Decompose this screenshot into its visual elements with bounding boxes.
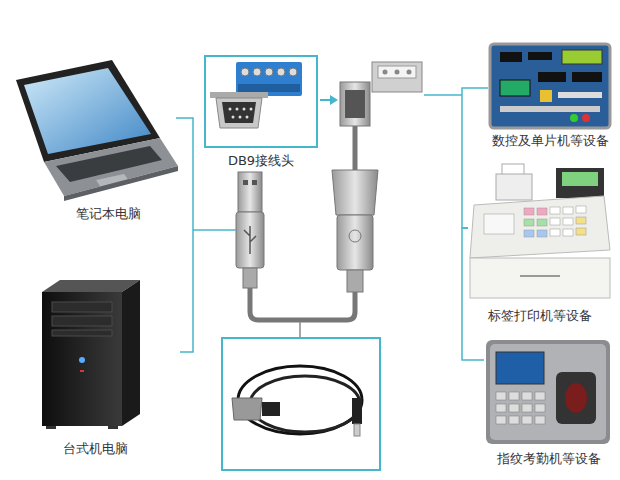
laptop-illustration	[16, 60, 178, 201]
connector-line	[462, 88, 488, 228]
bracket-stub	[193, 229, 236, 231]
label-printer-illustration	[470, 164, 610, 298]
callout-arrow	[320, 95, 338, 105]
node-label: 笔记本电脑	[76, 205, 141, 222]
connector-line	[462, 228, 484, 360]
connector-line	[176, 118, 193, 352]
db9-plug-illustration	[332, 170, 378, 292]
node-label: 数控及单片机等设备	[492, 132, 609, 149]
fingerprint-device-illustration	[486, 340, 610, 444]
db9-terminal-illustration	[210, 62, 302, 128]
device-node: 标签打印机等设备	[468, 160, 614, 330]
node-label: 台式机电脑	[63, 440, 128, 457]
device-node: 数控及单片机等设备	[488, 40, 614, 152]
node-label: DB9接线头	[228, 152, 294, 169]
desktop-illustration	[42, 280, 140, 429]
bracket-stub	[424, 94, 462, 96]
connector-box: DB9接线头	[204, 55, 318, 148]
cable	[250, 288, 355, 320]
computer-node: 笔记本电脑	[8, 56, 176, 228]
mcu-board-illustration	[490, 44, 610, 128]
node-label: 指纹考勤机等设备	[497, 450, 601, 467]
usb-plug-illustration	[236, 172, 264, 288]
pointer-line	[299, 322, 301, 338]
computer-node: 台式机电脑	[30, 276, 180, 466]
device-node: 指纹考勤机等设备	[484, 332, 614, 472]
cable-photo-inset	[222, 338, 380, 470]
connector-illustration	[340, 62, 422, 172]
node-label: 标签打印机等设备	[488, 307, 592, 324]
